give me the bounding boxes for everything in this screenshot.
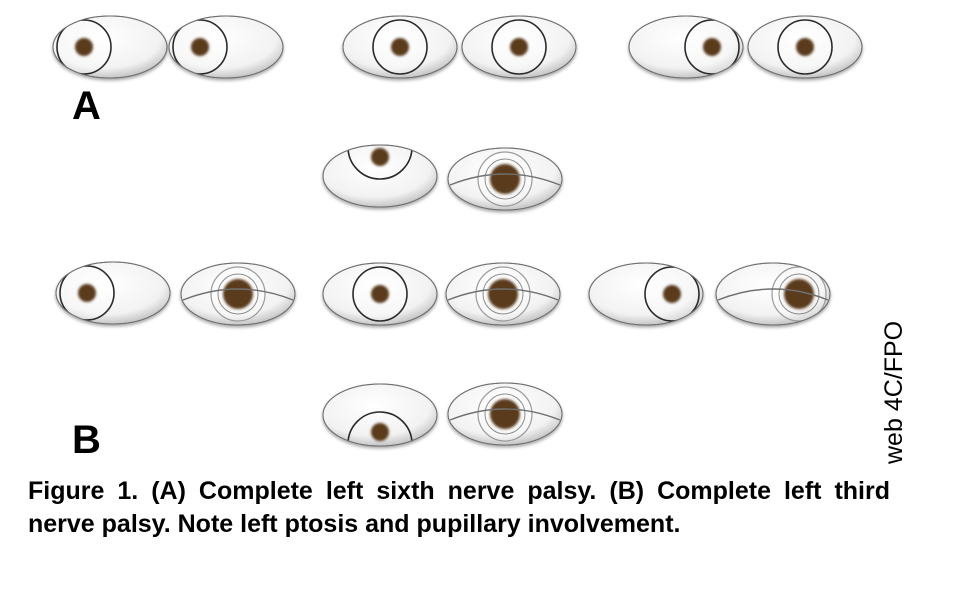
pupil [371,148,389,166]
pupil [78,284,96,302]
pupil [391,38,409,56]
eye-b-left-right [55,261,171,325]
eye-b-primary-left [445,262,561,326]
eye-a-right-left [747,15,863,79]
pupil [703,38,721,56]
side-note: web 4C/FPO [880,320,908,464]
eye-a-primary-right [342,15,458,79]
eye-b-down-right [322,383,438,447]
pupil [75,38,93,56]
eyelid-ptosis-line [717,288,829,301]
figure-caption: Figure 1. (A) Complete left sixth nerve … [28,477,890,538]
pupil [223,279,253,309]
eye-b-up-left [447,147,563,211]
pupil [371,285,389,303]
eye-a-primary-left [461,15,577,79]
eye-b-left-left [180,262,296,326]
eye-b-right-right [588,262,704,326]
eye-b-right-left [715,262,831,326]
panel-label-b: B [72,418,101,462]
eye-a-left-right [52,15,168,79]
eye-b-up-right [322,144,438,208]
pupil [663,285,681,303]
eyelid-ptosis-line [449,408,561,421]
eyelid-ptosis-line [182,288,294,301]
pupil [371,423,389,441]
eye-a-right-right [628,15,744,79]
eyelid-ptosis-line [449,173,561,186]
pupil [191,38,209,56]
pupil [510,38,528,56]
pupil [488,279,518,309]
pupil [796,38,814,56]
eyelid-ptosis-line [447,288,559,301]
eye-b-down-left [447,382,563,446]
eye-diagram [52,15,863,447]
eye-a-left-left [168,15,284,79]
pupil [784,279,814,309]
pupil [490,164,520,194]
panel-label-a: A [72,84,101,128]
eye-b-primary-right [322,262,438,326]
pupil [490,399,520,429]
